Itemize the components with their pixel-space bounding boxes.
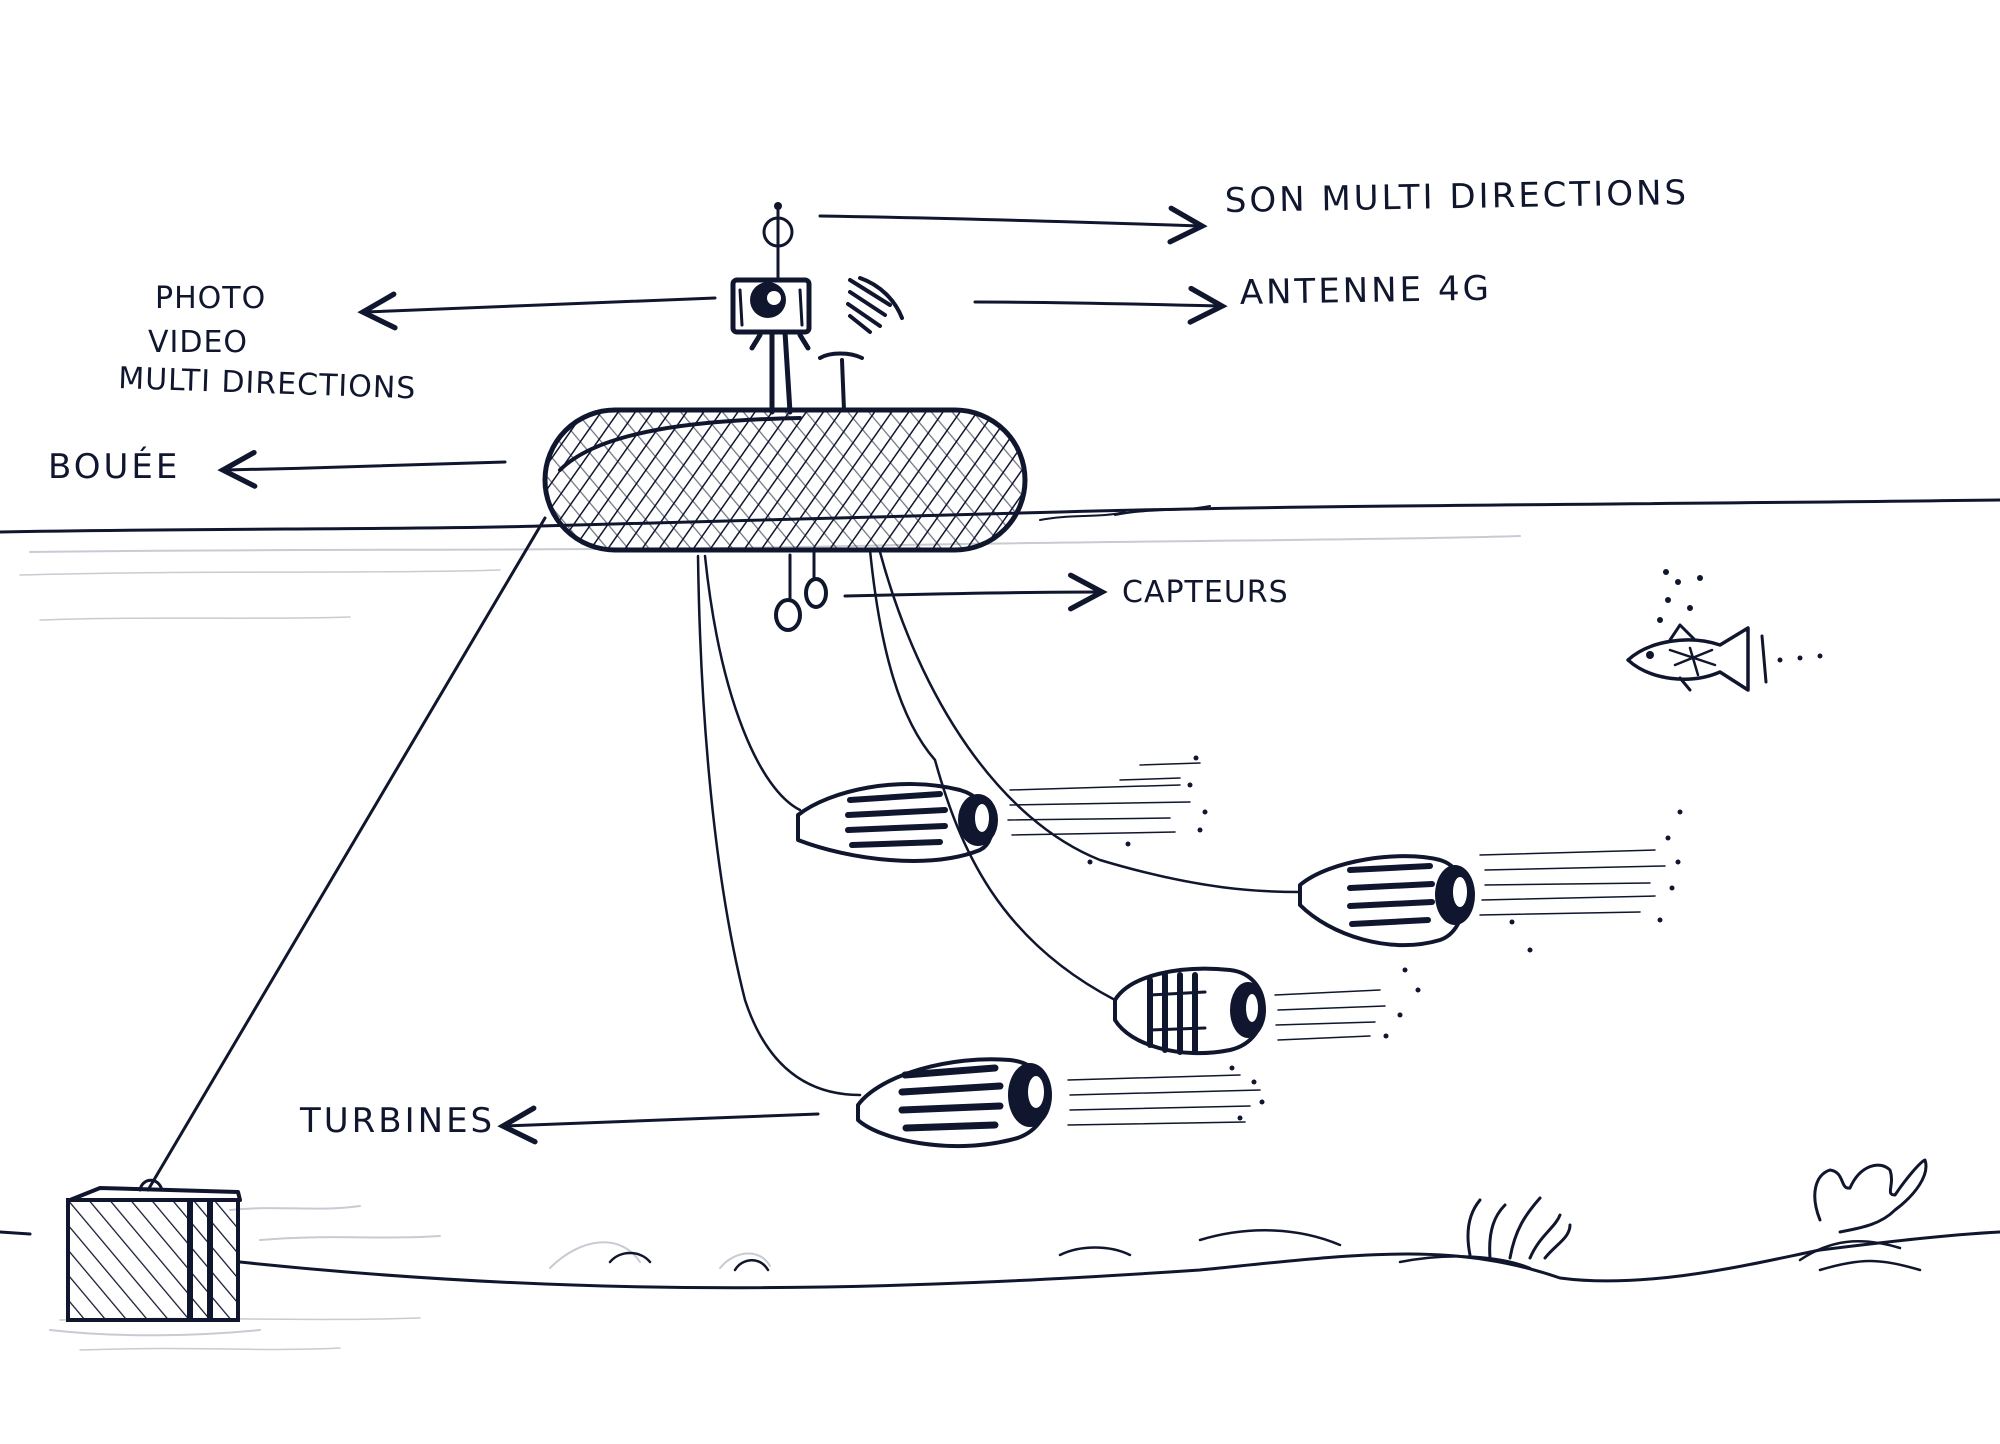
label-buoy: BOUÉE — [48, 446, 180, 487]
callout-arrows — [217, 205, 1228, 1145]
mooring-line — [146, 516, 547, 1192]
camera-mast-icon — [730, 277, 812, 415]
water-flow-lines — [1007, 755, 1683, 1126]
label-photo: PHOTO — [155, 281, 266, 316]
turbine-icon-2 — [1298, 854, 1475, 948]
seaweed-right-icon — [1813, 1158, 1928, 1234]
turbine-icon-3 — [1113, 966, 1266, 1056]
sound-emitter-icon — [762, 202, 794, 282]
turbine-icon-4 — [856, 1057, 1052, 1149]
turbine-cables — [696, 548, 1302, 1097]
buoy-body-icon — [542, 407, 1028, 553]
label-sensors: CAPTEURS — [1122, 575, 1289, 610]
fish-icon — [1626, 569, 1823, 692]
sensors-icon — [774, 550, 828, 632]
seaweed-left-icon — [1466, 1196, 1572, 1260]
label-multi-directions: MULTI DIRECTIONS — [118, 361, 417, 406]
turbine-icon-1 — [796, 782, 998, 863]
label-antenna: ANTENNE 4G — [1239, 269, 1492, 313]
label-sound: SON MULTI DIRECTIONS — [1224, 173, 1689, 221]
antenna-pole-icon — [818, 351, 864, 412]
antenna-waves-icon — [846, 276, 904, 334]
sea-floor — [0, 1205, 2000, 1351]
anchor-block-icon — [49, 1178, 261, 1337]
label-video: VIDEO — [148, 325, 248, 360]
sea-surface — [0, 498, 2000, 621]
label-turbines: TURBINES — [299, 1101, 495, 1141]
